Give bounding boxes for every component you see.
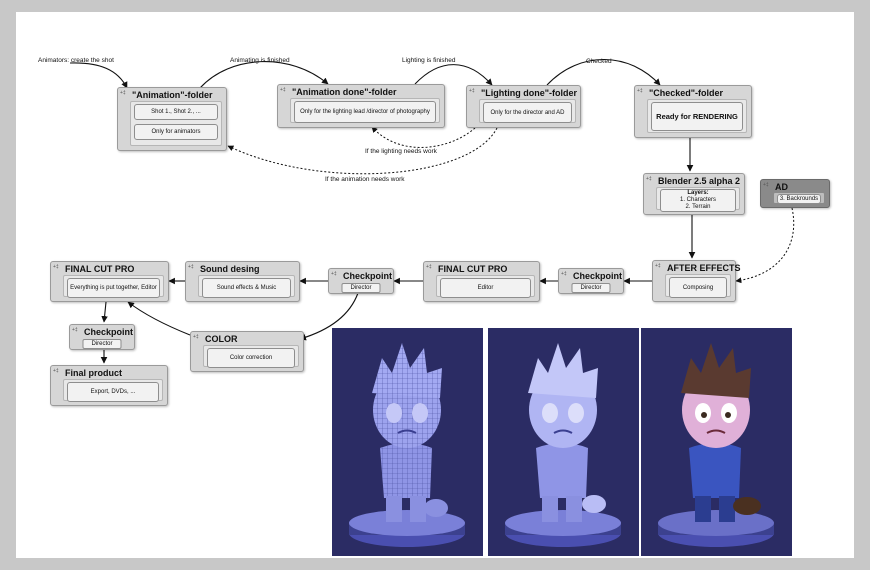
- node-pin[interactable]: +‡: [561, 271, 567, 277]
- node-pin[interactable]: +‡: [655, 263, 661, 269]
- node-pin[interactable]: +‡: [469, 88, 475, 94]
- label-animation-needs-work: If the animation needs work: [325, 176, 405, 183]
- node-item: Layers:: [687, 190, 709, 196]
- node-pin[interactable]: +‡: [280, 87, 286, 93]
- node-color[interactable]: +‡ COLOR Color correction: [190, 331, 304, 372]
- node-title: FINAL CUT PRO: [65, 264, 135, 274]
- node-body: Only for the director and AD: [479, 99, 576, 123]
- node-title: FINAL CUT PRO: [438, 264, 508, 274]
- node-item: 3. Backrounds: [777, 194, 821, 204]
- node-title: Checkpoint: [343, 271, 393, 281]
- node-pin[interactable]: +‡: [53, 368, 59, 374]
- node-title: "Lighting done"-folder: [481, 88, 578, 98]
- node-item: Color correction: [207, 348, 295, 368]
- node-item: Shot 1., Shot 2., ...: [134, 104, 218, 120]
- node-animation-folder[interactable]: +‡ "Animation"-folder Shot 1., Shot 2., …: [117, 87, 227, 151]
- node-title: "Animation"-folder: [132, 90, 213, 100]
- label-animators: Animators: create the shot: [38, 57, 114, 64]
- node-item: 1. Characters: [679, 197, 716, 203]
- node-pin[interactable]: +‡: [193, 334, 199, 340]
- node-body: Editor: [436, 275, 535, 298]
- node-title: Checkpoint: [573, 271, 623, 281]
- node-item: Export, DVDs, ...: [67, 382, 159, 402]
- node-sound-design[interactable]: +‡ Sound desing Sound effects & Music: [185, 261, 300, 302]
- node-item: Director: [341, 283, 381, 293]
- label-animating-finished: Animating is finished: [230, 57, 290, 64]
- node-title: AD: [775, 182, 788, 192]
- node-final-cut-pro-2[interactable]: +‡ FINAL CUT PRO Everything is put toget…: [50, 261, 169, 302]
- node-body: Only for the lighting lead /director of …: [290, 98, 440, 123]
- node-title: Sound desing: [200, 264, 260, 274]
- node-animation-done-folder[interactable]: +‡ "Animation done"-folder Only for the …: [277, 84, 445, 128]
- node-pin[interactable]: +‡: [637, 88, 643, 94]
- node-blender[interactable]: +‡ Blender 2.5 alpha 2 Layers: 1. Charac…: [643, 173, 745, 215]
- node-body: Shot 1., Shot 2., ... Only for animators: [130, 101, 222, 146]
- node-body: Color correction: [203, 345, 299, 368]
- node-body: Everything is put together, Editor: [63, 275, 164, 298]
- label-checked: Checked: [586, 58, 612, 65]
- node-pin[interactable]: +‡: [188, 264, 194, 270]
- node-pin[interactable]: +‡: [331, 271, 337, 277]
- node-body: Layers: 1. Characters 2. Terrain: [656, 187, 740, 212]
- label-lighting-needs-work: If the lighting needs work: [365, 148, 437, 155]
- node-body: Sound effects & Music: [198, 275, 295, 298]
- node-body: Export, DVDs, ...: [63, 379, 163, 402]
- node-pin[interactable]: +‡: [120, 90, 126, 96]
- node-title: Blender 2.5 alpha 2: [658, 176, 741, 186]
- node-body: Ready for RENDERING: [647, 99, 747, 133]
- node-title: "Animation done"-folder: [292, 87, 397, 97]
- node-final-product[interactable]: +‡ Final product Export, DVDs, ...: [50, 365, 168, 406]
- node-pin[interactable]: +‡: [426, 264, 432, 270]
- node-checked-folder[interactable]: +‡ "Checked"-folder Ready for RENDERING: [634, 85, 752, 138]
- node-item: Only for the lighting lead /director of …: [294, 101, 436, 123]
- node-ad[interactable]: +‡ AD 3. Backrounds: [760, 179, 830, 208]
- node-title: Checkpoint: [84, 327, 134, 337]
- character-final-illustration: [658, 343, 774, 547]
- node-item: Ready for RENDERING: [651, 102, 743, 131]
- node-title: AFTER EFFECTS: [667, 263, 741, 273]
- node-pin[interactable]: +‡: [646, 176, 652, 182]
- character-wireframe-illustration: [349, 343, 465, 547]
- node-after-effects[interactable]: +‡ AFTER EFFECTS Composing: [652, 260, 741, 302]
- node-item: Composing: [669, 277, 727, 298]
- render-final: [641, 328, 792, 556]
- render-wireframe: [332, 328, 483, 556]
- node-checkpoint-2[interactable]: +‡ Checkpoint Director: [328, 268, 394, 294]
- character-shaded-illustration: [505, 343, 621, 547]
- node-title: "Checked"-folder: [649, 88, 724, 98]
- node-body: 3. Backrounds: [773, 192, 825, 204]
- node-item: Only for the director and AD: [483, 102, 572, 123]
- node-item-group: Layers: 1. Characters 2. Terrain: [660, 189, 736, 212]
- node-body: Composing: [665, 274, 731, 298]
- node-title: Final product: [65, 368, 122, 378]
- node-checkpoint-1[interactable]: +‡ Checkpoint Director: [558, 268, 624, 294]
- render-shaded: [488, 328, 639, 556]
- node-item: Director: [82, 339, 122, 349]
- node-pin[interactable]: +‡: [53, 264, 59, 270]
- node-item: Sound effects & Music: [202, 278, 291, 298]
- label-lighting-finished: Lighting is finished: [402, 57, 456, 64]
- node-item: Only for animators: [134, 124, 218, 140]
- node-item: 2. Terrain: [685, 204, 711, 210]
- node-final-cut-pro-1[interactable]: +‡ FINAL CUT PRO Editor: [423, 261, 540, 302]
- node-lighting-done-folder[interactable]: +‡ "Lighting done"-folder Only for the d…: [466, 85, 581, 128]
- node-pin[interactable]: +‡: [72, 327, 78, 333]
- node-checkpoint-3[interactable]: +‡ Checkpoint Director: [69, 324, 135, 350]
- node-pin[interactable]: +‡: [763, 182, 769, 188]
- node-item: Everything is put together, Editor: [67, 278, 160, 298]
- node-item: Editor: [440, 278, 531, 298]
- node-item: Director: [571, 283, 611, 293]
- node-title: COLOR: [205, 334, 238, 344]
